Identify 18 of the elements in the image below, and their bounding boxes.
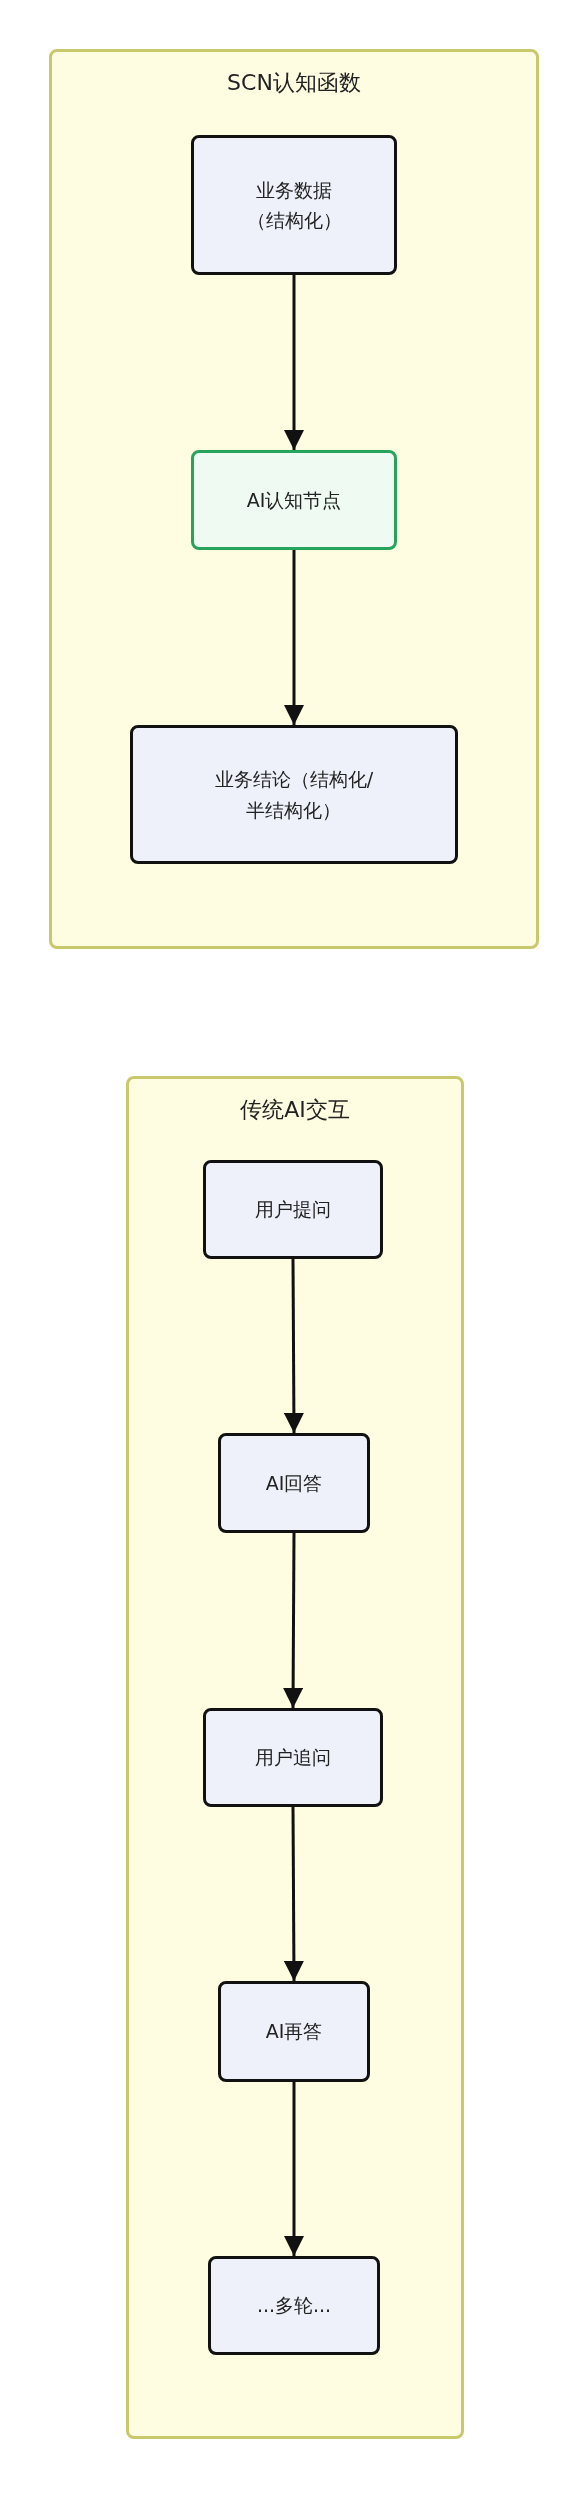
group-title: SCN认知函数 — [226, 69, 362, 97]
process-box: 用户追问 — [203, 1708, 383, 1807]
group-title: 传统AI交互 — [239, 1096, 351, 1124]
process-box: 业务数据（结构化） — [191, 135, 397, 275]
arrow — [284, 2082, 304, 2256]
process-box: AI认知节点 — [191, 450, 397, 550]
group-box — [126, 1076, 464, 2439]
arrow — [284, 275, 304, 450]
process-box: AI回答 — [218, 1433, 370, 1533]
process-box: ...多轮... — [208, 2256, 380, 2355]
process-box: 用户提问 — [203, 1160, 383, 1259]
arrow — [283, 1533, 304, 1708]
arrow — [284, 550, 304, 725]
arrow — [283, 1807, 304, 1981]
process-box: 业务结论（结构化/半结构化） — [130, 725, 458, 864]
arrow — [283, 1259, 304, 1433]
group-box — [49, 49, 539, 949]
process-box: AI再答 — [218, 1981, 370, 2082]
